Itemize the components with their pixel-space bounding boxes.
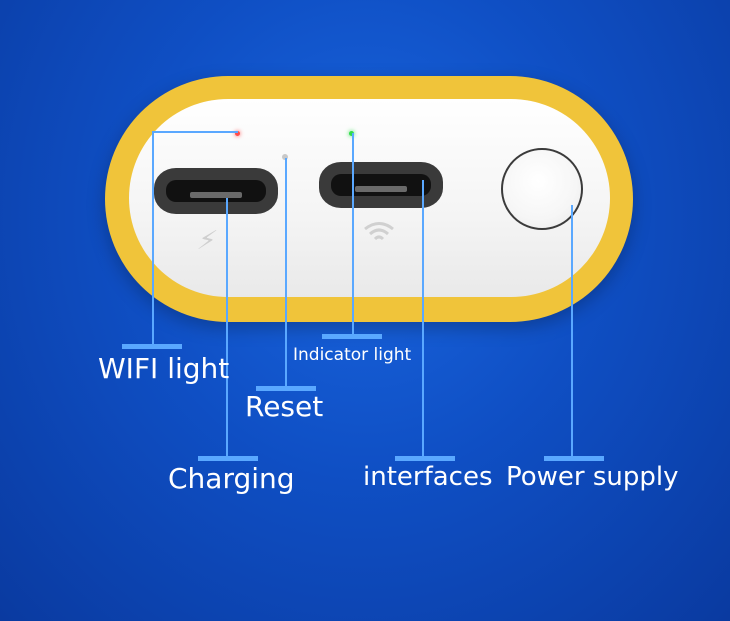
interfaces-label: interfaces bbox=[363, 462, 493, 492]
interfaces-leader bbox=[395, 456, 455, 461]
indicator-light-label: Indicator light bbox=[293, 345, 412, 365]
power-supply-leader bbox=[544, 456, 604, 461]
indicator-light-leader bbox=[352, 133, 354, 336]
wifi-light-leader bbox=[152, 131, 154, 346]
wifi-light-label: WIFI light bbox=[98, 352, 230, 385]
charging-label: Charging bbox=[168, 462, 295, 495]
charging-port bbox=[154, 168, 278, 214]
reset-leader bbox=[285, 158, 287, 388]
indicator-led bbox=[349, 131, 354, 136]
wifi-light-leader bbox=[152, 131, 238, 133]
power-supply-leader bbox=[571, 205, 573, 458]
wifi-light-leader bbox=[122, 344, 182, 349]
reset-label: Reset bbox=[245, 390, 324, 423]
power-button bbox=[501, 148, 583, 230]
wifi-icon bbox=[362, 220, 396, 251]
power-supply-label: Power supply bbox=[506, 462, 679, 492]
indicator-light-leader bbox=[322, 334, 382, 339]
wifi-led bbox=[235, 131, 240, 136]
interfaces-leader bbox=[422, 180, 424, 458]
reset-leader bbox=[256, 386, 316, 391]
reset-hole bbox=[282, 154, 288, 160]
interface-port bbox=[319, 162, 443, 208]
charging-leader bbox=[198, 456, 258, 461]
charging-leader bbox=[226, 192, 228, 458]
